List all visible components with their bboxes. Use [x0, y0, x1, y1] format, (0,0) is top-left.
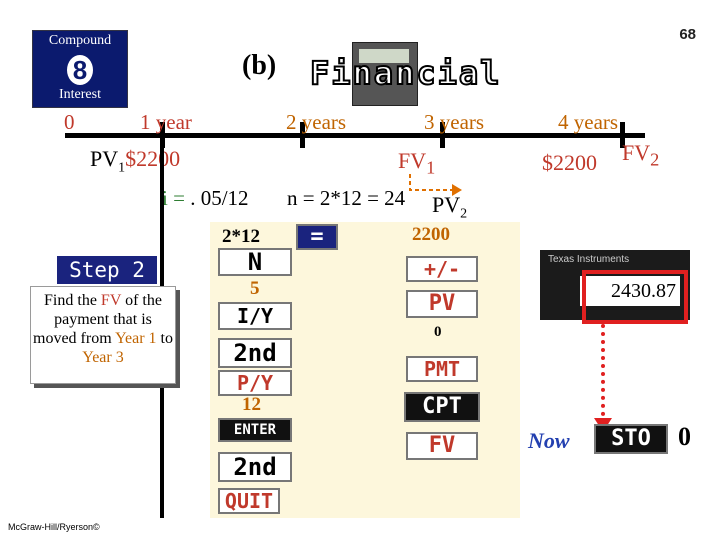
result-highlight-box [582, 270, 688, 324]
fv2-subscript: 2 [650, 149, 660, 170]
pv1-label: PV1$2200 [90, 146, 180, 176]
timeline-tick-2 [300, 122, 305, 148]
py-key[interactable]: P/Y [218, 370, 292, 396]
year-label-3: 3 years [424, 110, 485, 134]
second-key-2[interactable]: 2nd [218, 452, 292, 482]
pv2-subscript: 2 [460, 206, 468, 222]
second-key-1[interactable]: 2nd [218, 338, 292, 368]
store-register: 0 [678, 422, 691, 451]
step-desc-year3: Year 3 [82, 349, 124, 366]
sto-key[interactable]: STO [594, 424, 668, 454]
pmt-key[interactable]: PMT [406, 356, 478, 382]
year-label-4: 4 years [558, 110, 619, 134]
chapter-logo: Compound 8 Interest [32, 30, 128, 108]
pv2-text: PV [432, 192, 461, 217]
step-desc-year1: Year 1 [115, 330, 157, 347]
now-label: Now [528, 428, 570, 453]
rate-formula: i = . 05/12 [162, 186, 249, 211]
enter-key[interactable]: ENTER [218, 418, 292, 442]
pv1-amount: $2200 [125, 146, 181, 171]
year-label-0: 0 [64, 110, 75, 134]
step-desc-part2: of the payment that is moved from [33, 292, 162, 347]
pv-key[interactable]: PV [406, 290, 478, 318]
quit-key[interactable]: QUIT [218, 488, 280, 514]
result-arrow-line [601, 324, 605, 424]
step-title: Step 2 [57, 256, 157, 284]
note-2200: 2200 [412, 224, 450, 245]
calculator-thumbnail-screen [359, 49, 409, 63]
note-0: 0 [434, 324, 442, 340]
iy-key[interactable]: I/Y [218, 302, 292, 330]
fv1-text: FV [398, 148, 427, 173]
fv1-subscript: 1 [426, 157, 436, 178]
fv1-to-pv2-arrow [409, 174, 462, 196]
pv2-label: PV2 [432, 192, 467, 222]
timeline-tick-4 [620, 122, 625, 148]
note-5: 5 [250, 278, 260, 299]
part-label: (b) [242, 50, 277, 81]
n-prefix: n = [287, 186, 320, 210]
note-12: 12 [242, 394, 261, 415]
fv2-text: FV [622, 140, 651, 165]
financial-title: Financial [309, 53, 502, 93]
logo-bottom-text: Interest [59, 87, 101, 102]
rate-value: . 05/12 [190, 186, 249, 210]
n-formula: n = 2*12 = 24 [287, 186, 405, 211]
calculator-thumbnail [352, 42, 418, 106]
note-n-calc: 2*12 [222, 226, 260, 247]
step-desc-part1: Find the [44, 292, 101, 309]
n-value: 2*12 = 24 [319, 186, 406, 210]
pv1-text: PV [90, 146, 119, 171]
cpt-key[interactable]: CPT [404, 392, 480, 422]
fv2-label: FV2 [622, 140, 659, 170]
plus-minus-key[interactable]: +/- [406, 256, 478, 282]
equals-key[interactable]: = [296, 224, 338, 250]
calculator-brand: Texas Instruments [548, 254, 630, 265]
year-label-2: 2 years [286, 110, 347, 134]
fv2-amount: $2200 [542, 150, 597, 175]
timeline-axis [65, 133, 645, 138]
logo-chapter-number: 8 [67, 55, 93, 85]
fv1-label: FV1 [398, 148, 435, 178]
slide-number: 68 [679, 26, 696, 43]
calculator-display: 2430.87 [580, 276, 680, 306]
step-desc-fv: FV [100, 292, 122, 309]
step-desc-part3: to [156, 330, 173, 347]
n-key[interactable]: N [218, 248, 292, 276]
fv-key[interactable]: FV [406, 432, 478, 460]
step-description: Find the FV of the payment that is moved… [30, 286, 176, 384]
year-label-1: 1 year [140, 110, 192, 134]
footer-credit: McGraw-Hill/Ryerson© [8, 522, 100, 532]
pv1-subscript: 1 [118, 160, 126, 176]
calculator-display-panel: Texas Instruments 2430.87 [540, 250, 690, 320]
timeline-tick-1 [160, 122, 165, 148]
rate-prefix: i = [162, 186, 191, 210]
logo-top-text: Compound [48, 33, 112, 48]
timeline-tick-3 [440, 122, 445, 148]
